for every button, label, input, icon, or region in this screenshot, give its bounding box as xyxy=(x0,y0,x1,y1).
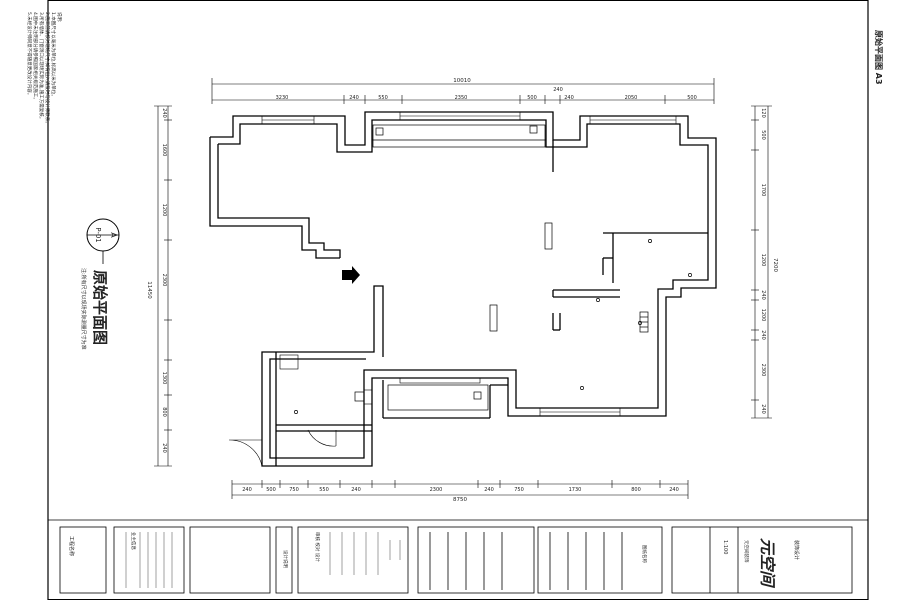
scale-label: 1:100 xyxy=(722,540,728,554)
entry-door-swing xyxy=(228,439,263,467)
column-marker xyxy=(544,222,553,250)
dim-label: 550 xyxy=(319,487,329,493)
dim-label: 120 xyxy=(760,108,766,118)
title-cell-sheetname: 图纸名称 xyxy=(641,545,648,563)
column-marker xyxy=(489,304,498,332)
dimension-right xyxy=(751,105,772,419)
dimension-left xyxy=(154,105,172,467)
dim-label: 2350 xyxy=(455,95,468,101)
left-wall xyxy=(209,137,340,259)
title-block-text: 工程名称 业主信息 设计说明 审核 校对 设计 图纸名称 元空间装饰 1:100… xyxy=(68,532,800,589)
dimension-top xyxy=(211,78,715,104)
dim-top-extra: 240 xyxy=(553,87,563,93)
socket-icon xyxy=(294,410,298,414)
dim-bottom-overall: 8750 xyxy=(453,497,467,503)
outer-wall xyxy=(210,111,717,467)
title-cell-company: 元空间装饰 xyxy=(743,540,750,563)
water-meter-icon xyxy=(529,125,538,134)
dim-label: 240 xyxy=(349,95,359,101)
walls xyxy=(209,111,717,467)
dim-label: 3230 xyxy=(276,95,289,101)
dim-label: 1200 xyxy=(161,204,167,217)
dim-label: 2300 xyxy=(430,487,443,493)
socket-icon xyxy=(638,321,642,325)
dim-label: 2050 xyxy=(625,95,638,101)
brand-subtitle: 装饰设计 xyxy=(793,540,800,560)
dim-label: 1730 xyxy=(569,487,582,493)
dim-label: 750 xyxy=(289,487,299,493)
socket-icon xyxy=(580,386,584,390)
dim-label: 240 xyxy=(760,404,766,414)
dim-label: 240 xyxy=(760,290,766,300)
socket-icon xyxy=(648,239,652,243)
title-block-lines xyxy=(125,532,401,588)
dim-top-overall: 10010 xyxy=(453,78,471,84)
side-sheet-label: 原始平面图 A3 xyxy=(874,30,884,85)
drawing-subtitle: 注:所有尺寸以现场实际测量尺寸为准 xyxy=(80,268,87,350)
dim-label: 750 xyxy=(514,487,524,493)
dim-label: 240 xyxy=(564,95,574,101)
left-wall-inner xyxy=(217,144,341,258)
dim-label: 500 xyxy=(760,130,766,140)
dimension-bottom xyxy=(231,480,689,499)
brand-logo: 元空间 xyxy=(758,538,777,589)
dim-label: 1700 xyxy=(760,184,766,197)
note-line: 4.图中未注明部分请参照国家相关规范施工。 xyxy=(32,12,39,102)
title-cell-project: 工程名称 xyxy=(68,536,75,556)
dim-left-segments: 240 1600 1200 2300 1300 800 240 xyxy=(161,108,167,453)
dim-label: 800 xyxy=(161,407,167,417)
note-line: 1.本图尺寸以毫米为单位,标高以米为单位。 xyxy=(50,12,57,99)
dim-label: 240 xyxy=(161,443,167,453)
dim-bottom-segments: 240 500 750 550 240 2300 240 750 1730 80… xyxy=(242,487,679,493)
dim-label: 240 xyxy=(669,487,679,493)
title-cell-note: 设计说明 xyxy=(282,550,289,568)
dim-label: 1200 xyxy=(760,309,766,322)
design-notes: 说明: 1.本图尺寸以毫米为单位,标高以米为单位。 2.施工前请核对现场尺寸,如… xyxy=(26,12,63,126)
entry-arrow-icon xyxy=(342,266,360,284)
dim-label: 240 xyxy=(760,330,766,340)
dim-label: 240 xyxy=(242,487,252,493)
dim-label: 1600 xyxy=(161,144,167,157)
dim-label: 800 xyxy=(631,487,641,493)
dim-label: 500 xyxy=(527,95,537,101)
title-cell-client: 业主信息 xyxy=(130,532,137,550)
dim-label: 1200 xyxy=(760,254,766,267)
note-line: 2.施工前请核对现场尺寸,如有出入请及时与设计师联系。 xyxy=(44,12,51,126)
inner-wall xyxy=(218,119,709,459)
socket-icon xyxy=(688,273,692,277)
dim-label: 2300 xyxy=(161,274,167,287)
note-line: 3.所有墙体、门窗洞口以现场实际为准,施工方需复核。 xyxy=(38,12,45,121)
bathroom-door-swing xyxy=(307,429,337,447)
doors xyxy=(228,354,373,467)
drawing-title: 原始平面图 xyxy=(91,270,109,345)
dim-label: 1300 xyxy=(161,372,167,385)
dim-label: 2300 xyxy=(760,364,766,377)
floor-drain-icon xyxy=(473,391,482,400)
dim-label: 500 xyxy=(266,487,276,493)
section-marker: A P-01 xyxy=(86,218,120,264)
socket-icon xyxy=(596,298,600,302)
title-block xyxy=(48,519,868,594)
dim-right-segments: 120 500 1700 1200 1200 240 240 2300 240 xyxy=(760,108,766,414)
dim-label: 240 xyxy=(484,487,494,493)
dim-left-overall: 11450 xyxy=(146,281,152,299)
dim-label: 550 xyxy=(378,95,388,101)
dim-right-overall: 7200 xyxy=(772,258,778,272)
fixtures xyxy=(294,124,692,414)
section-marker-code: P-01 xyxy=(94,227,102,243)
dim-label: 240 xyxy=(161,108,167,118)
note-line: 5.未经设计师同意不得随意更改设计内容。 xyxy=(26,12,33,97)
windows xyxy=(261,111,677,417)
section-marker-letter: A xyxy=(109,232,118,238)
dim-top-segments: 3230 240 550 2350 500 240 2050 500 xyxy=(276,95,697,101)
title-cell-review: 审核 校对 设计 xyxy=(314,532,321,562)
dim-label: 240 xyxy=(351,487,361,493)
dim-label: 500 xyxy=(687,95,697,101)
gas-meter-icon xyxy=(375,127,384,136)
note-line: 说明: xyxy=(56,12,63,23)
drain-icon xyxy=(354,391,365,402)
